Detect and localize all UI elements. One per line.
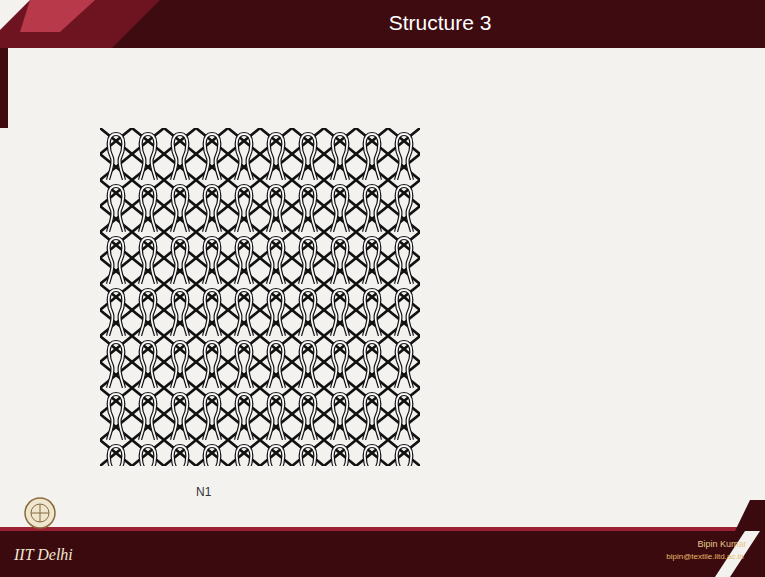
header-corner [0, 0, 30, 30]
author-email: bipin@textile.iitd.ac.in [666, 552, 744, 561]
footer-bar [0, 531, 765, 577]
institute-logo [25, 498, 55, 528]
author-name: Bipin Kumar [697, 539, 746, 549]
header-wedge [0, 0, 160, 48]
footer-corner [735, 500, 765, 531]
footer-stripe [0, 527, 765, 531]
header-bar [0, 0, 765, 48]
institute-name: IIT Delhi [14, 546, 73, 564]
side-strip [0, 48, 8, 128]
knit-structure [100, 128, 420, 466]
figure-label: N1 [196, 486, 211, 500]
slide-title: Structure 3 [389, 11, 492, 35]
header-accent [20, 0, 95, 32]
